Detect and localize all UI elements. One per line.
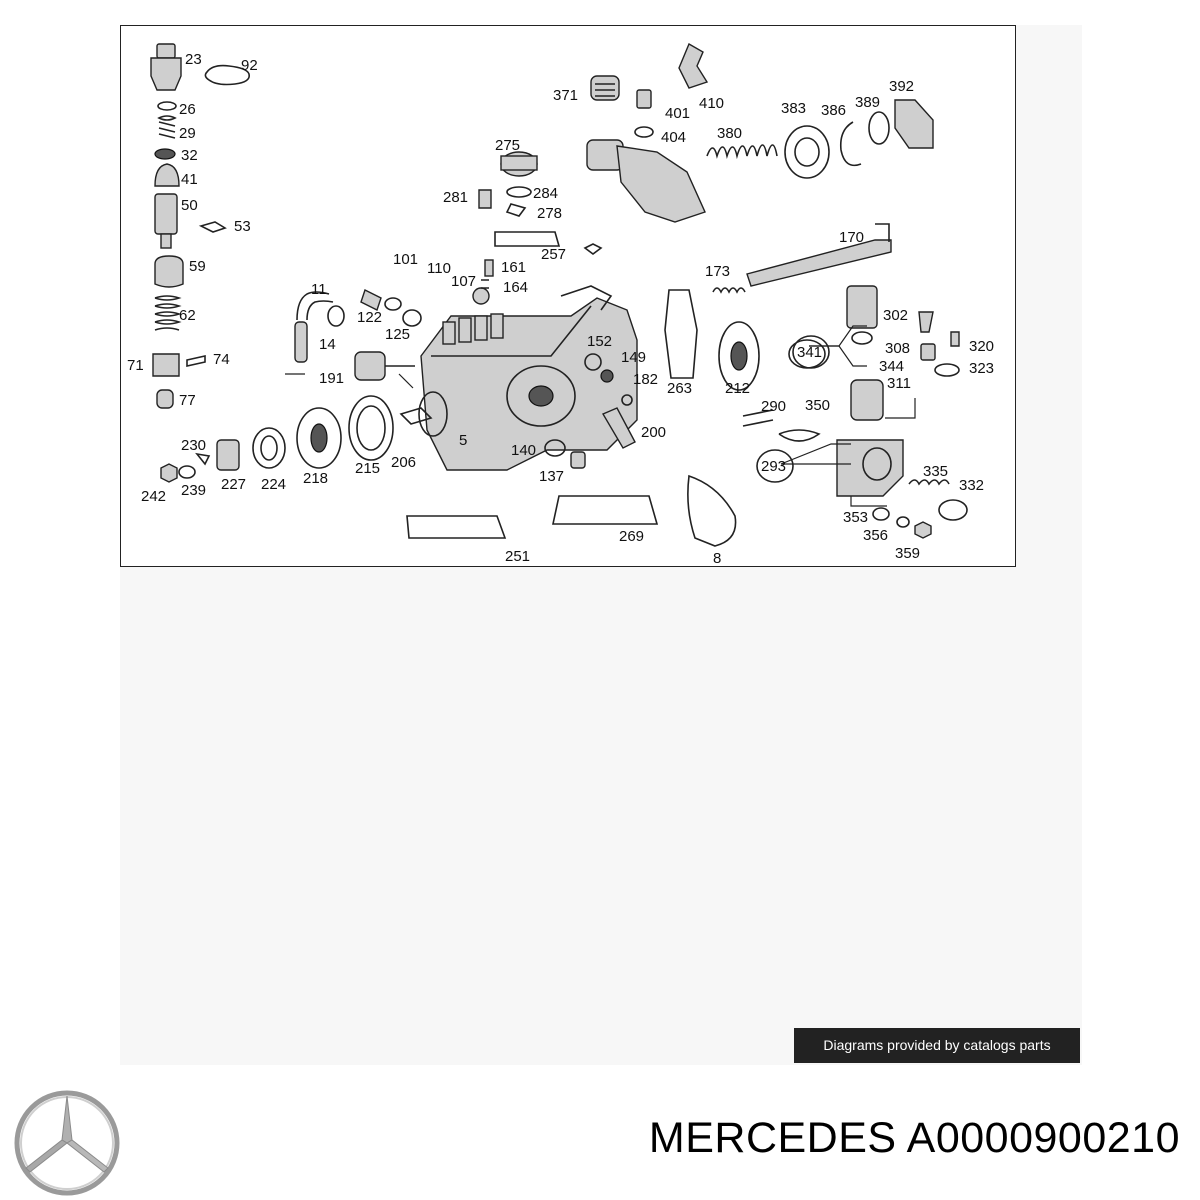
part-label: 212 <box>725 380 750 397</box>
part-label: 206 <box>391 454 416 471</box>
part-label: 281 <box>443 189 468 206</box>
part-label: 170 <box>839 229 864 246</box>
part-label: 110 <box>427 260 451 277</box>
part-label: 125 <box>385 326 410 343</box>
part-label: 32 <box>181 147 198 164</box>
part-label: 107 <box>451 273 476 290</box>
part-label: 335 <box>923 463 948 480</box>
part-label: 386 <box>821 102 846 119</box>
part-label: 23 <box>185 51 202 68</box>
part-label: 239 <box>181 482 206 499</box>
part-label: 227 <box>221 476 246 493</box>
part-label-group: 23 92 26 29 32 41 50 53 59 62 71 74 77 1… <box>127 51 994 567</box>
part-label: 191 <box>319 370 344 387</box>
part-label: 293 <box>761 458 786 475</box>
part-label: 311 <box>887 375 911 392</box>
part-label: 323 <box>969 360 994 377</box>
cover-parts <box>478 151 603 255</box>
part-label: 101 <box>393 251 418 268</box>
diagram-credit-badge: Diagrams provided by catalogs parts <box>794 1028 1080 1063</box>
control-rack-parts <box>544 223 892 469</box>
mercedes-star-logo-icon <box>14 1090 120 1196</box>
nozzle-holder-parts <box>150 43 251 409</box>
part-label: 152 <box>587 333 612 350</box>
part-label: 257 <box>541 246 566 263</box>
part-label: 263 <box>667 380 692 397</box>
part-label: 29 <box>179 125 196 142</box>
part-label: 122 <box>357 309 382 326</box>
part-label: 344 <box>879 358 904 375</box>
callout-circle-341 <box>792 335 830 369</box>
feed-pipe-parts <box>294 289 422 381</box>
part-label: 251 <box>505 548 530 565</box>
part-label: 71 <box>127 357 144 374</box>
part-label: 308 <box>885 340 910 357</box>
part-label: 182 <box>633 371 658 388</box>
part-label: 302 <box>883 307 908 324</box>
part-label: 77 <box>179 392 196 409</box>
part-label: 275 <box>495 137 520 154</box>
part-label: 410 <box>699 95 724 112</box>
part-label: 140 <box>511 442 536 459</box>
callout-circle-293 <box>756 449 794 483</box>
part-label: 401 <box>665 105 690 122</box>
part-label: 53 <box>234 218 251 235</box>
part-label: 392 <box>889 78 914 95</box>
drive-parts <box>160 395 737 547</box>
part-label: 41 <box>181 171 198 188</box>
part-label: 404 <box>661 129 686 146</box>
injection-pump-body <box>399 259 638 471</box>
part-label: 383 <box>781 100 806 117</box>
part-label: 332 <box>959 477 984 494</box>
part-label: 164 <box>503 279 528 296</box>
part-label: 350 <box>805 397 830 414</box>
governor-parts <box>586 42 934 223</box>
part-label: 389 <box>855 94 880 111</box>
part-label: 92 <box>241 57 258 74</box>
diagram-canvas: 23 92 26 29 32 41 50 53 59 62 71 74 77 1… <box>127 42 994 567</box>
part-label: 341 <box>797 344 822 361</box>
brand-part-title: MERCEDES A0000900210 <box>520 1114 1180 1163</box>
supply-pump-parts <box>742 285 968 539</box>
part-label: 353 <box>843 509 868 526</box>
part-label: 62 <box>179 307 196 324</box>
part-label: 161 <box>501 259 526 276</box>
part-label: 284 <box>533 185 558 202</box>
part-label: 371 <box>553 87 578 104</box>
part-label: 290 <box>761 398 786 415</box>
part-label: 359 <box>895 545 920 562</box>
part-label: 320 <box>969 338 994 355</box>
part-label: 380 <box>717 125 742 142</box>
part-number: A0000900210 <box>906 1114 1180 1162</box>
part-label: 278 <box>537 205 562 222</box>
part-label: 5 <box>459 432 467 449</box>
part-label: 200 <box>641 424 666 441</box>
part-label: 173 <box>705 263 730 280</box>
part-label: 137 <box>539 468 564 485</box>
part-label: 242 <box>141 488 166 505</box>
part-label: 59 <box>189 258 206 275</box>
part-label: 218 <box>303 470 328 487</box>
brand-name: MERCEDES <box>648 1114 897 1162</box>
part-label: 269 <box>619 528 644 545</box>
exploded-parts-diagram: 23 92 26 29 32 41 50 53 59 62 71 74 77 1… <box>120 25 1016 567</box>
part-label: 224 <box>261 476 286 493</box>
part-label: 11 <box>311 281 327 298</box>
leader-lines <box>285 325 916 507</box>
part-label: 356 <box>863 527 888 544</box>
part-label: 26 <box>179 101 196 118</box>
part-label: 74 <box>213 351 230 368</box>
part-label: 14 <box>319 336 336 353</box>
part-label: 50 <box>181 197 198 214</box>
part-label: 149 <box>621 349 646 366</box>
part-label: 8 <box>713 550 721 567</box>
part-label: 230 <box>181 437 206 454</box>
part-label: 215 <box>355 460 380 477</box>
